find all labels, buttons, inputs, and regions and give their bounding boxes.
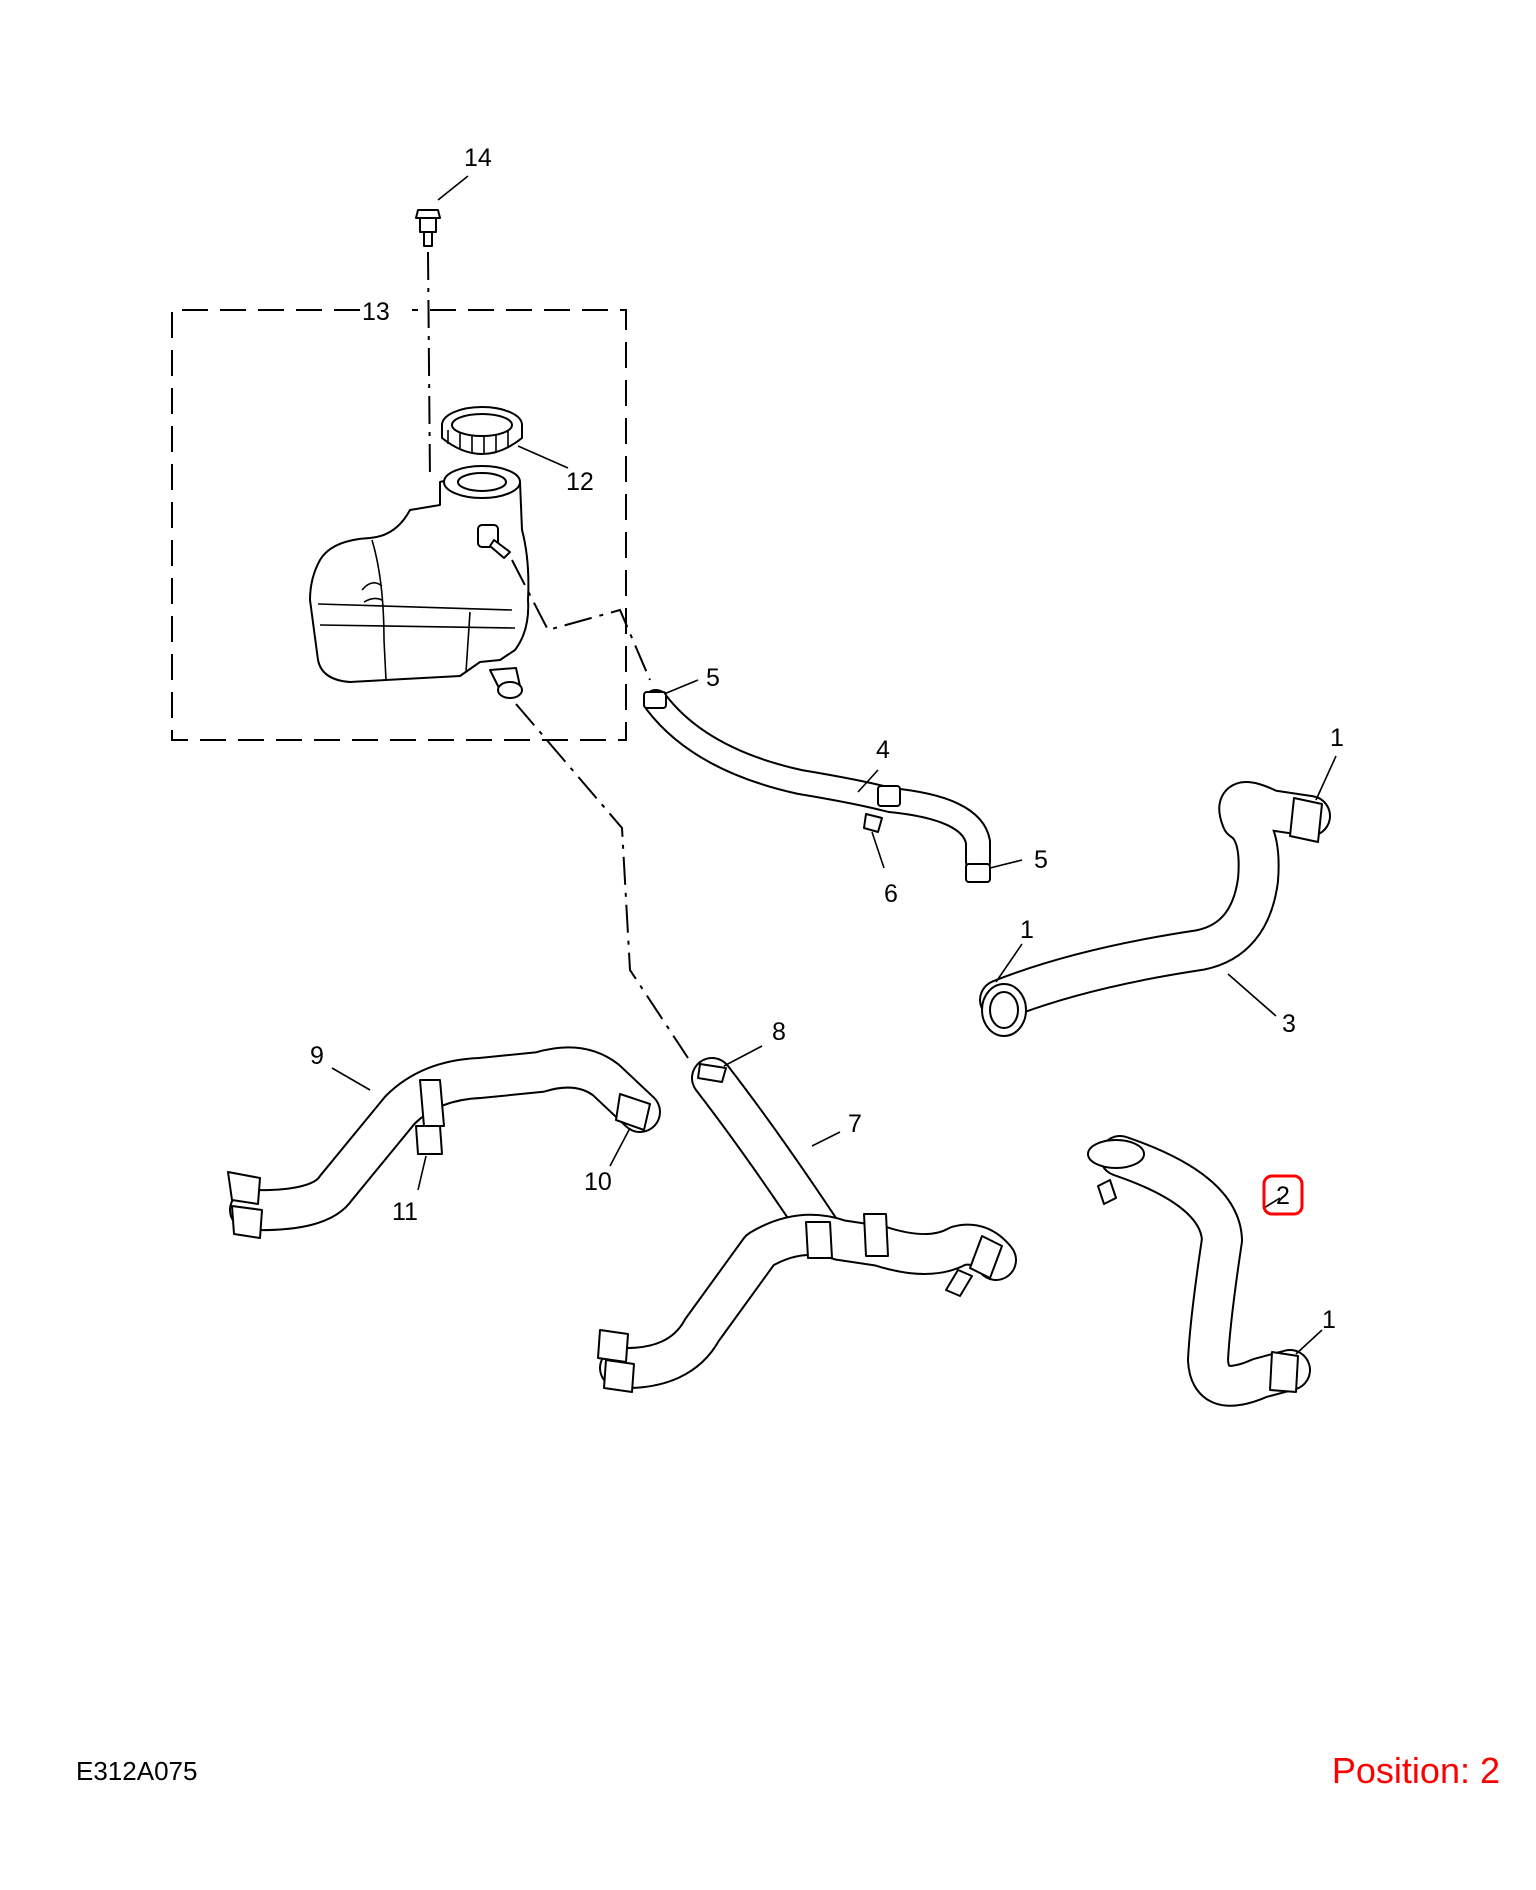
callout-4: 4 (876, 736, 890, 764)
hose-7 (597, 1057, 1017, 1393)
callout-13: 13 (362, 298, 390, 326)
callout-1-top: 1 (1330, 724, 1344, 752)
callout-6: 6 (884, 880, 898, 908)
callout-14: 14 (464, 144, 492, 172)
cap-12 (441, 406, 523, 455)
diagram-code: E312A075 (76, 1756, 198, 1786)
callout-12: 12 (566, 468, 594, 496)
callout-2: 2 (1276, 1182, 1290, 1210)
callout-8: 8 (772, 1018, 786, 1046)
hose-4 (643, 689, 991, 883)
callout-5-top: 5 (706, 664, 720, 692)
callout-7: 7 (848, 1110, 862, 1138)
hose-9 (227, 1046, 661, 1239)
callout-numbers: 14 13 12 5 4 5 6 1 1 3 8 7 9 10 11 2 1 (310, 144, 1344, 1334)
callout-5-right: 5 (1034, 846, 1048, 874)
bolt-14 (415, 209, 441, 247)
position-indicator: Position: 2 (1331, 1750, 1500, 1791)
callout-3: 3 (1282, 1010, 1296, 1038)
callout-10: 10 (584, 1168, 612, 1196)
callout-9: 9 (310, 1042, 324, 1070)
hose-3 (979, 781, 1331, 1037)
callout-1-mid: 1 (1020, 916, 1034, 944)
expansion-tank (309, 465, 530, 699)
highlight-box (1262, 1174, 1304, 1216)
assembly-13-outline (171, 251, 627, 741)
callout-11: 11 (392, 1198, 418, 1226)
hose-2 (1087, 1135, 1311, 1407)
leader-lines (331, 175, 1337, 1355)
callout-1-low: 1 (1322, 1306, 1336, 1334)
assembly-lines (511, 559, 689, 1059)
